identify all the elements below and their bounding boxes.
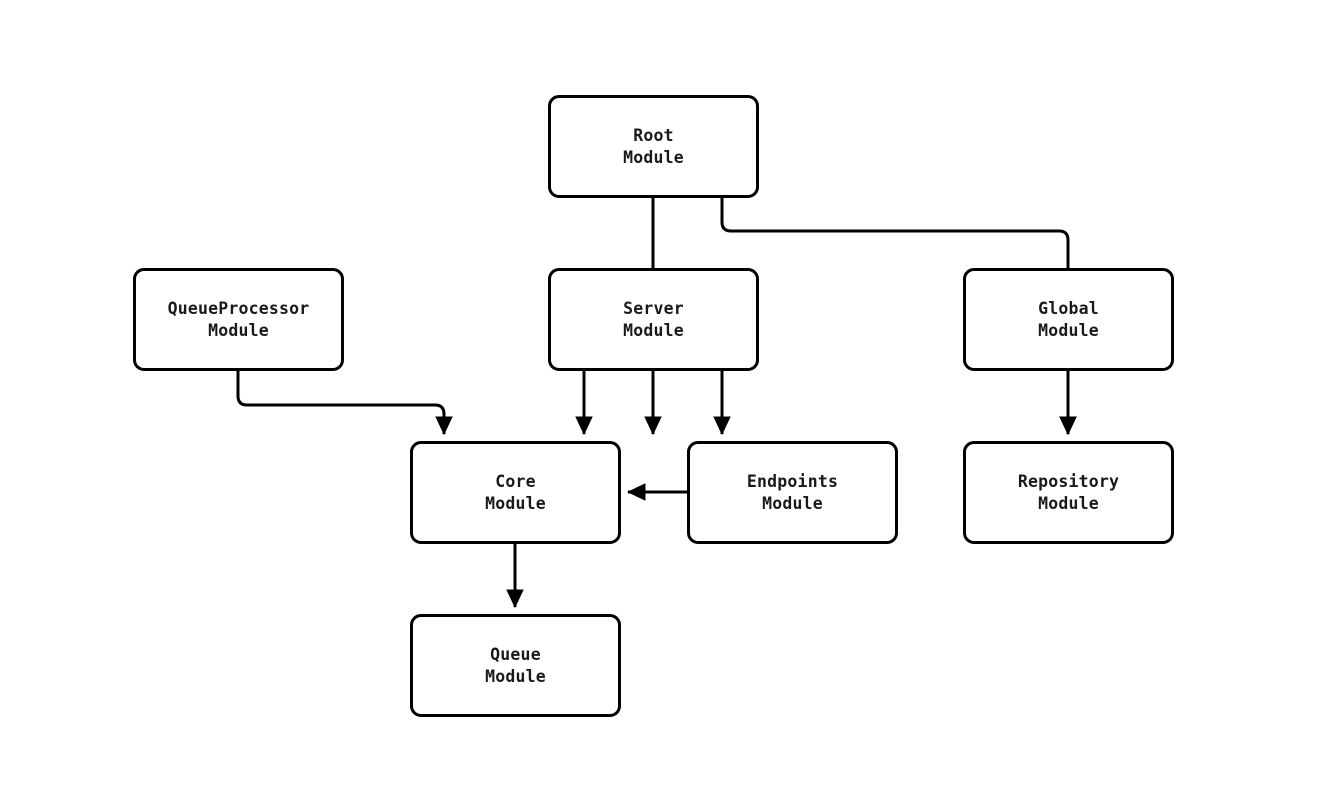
node-server[interactable]: Server Module xyxy=(548,268,759,371)
node-queue-label: Queue Module xyxy=(485,644,546,686)
node-endpoints-label: Endpoints Module xyxy=(746,471,839,513)
node-global-label: Global Module xyxy=(1038,298,1099,340)
node-queueprocessor[interactable]: QueueProcessor Module xyxy=(133,268,344,371)
node-root-label: Root Module xyxy=(623,125,684,167)
node-repository[interactable]: Repository Module xyxy=(963,441,1174,544)
node-queue[interactable]: Queue Module xyxy=(410,614,621,717)
node-core[interactable]: Core Module xyxy=(410,441,621,544)
node-queueprocessor-label: QueueProcessor Module xyxy=(167,298,310,340)
node-server-label: Server Module xyxy=(623,298,684,340)
node-core-label: Core Module xyxy=(485,471,546,513)
node-endpoints[interactable]: Endpoints Module xyxy=(687,441,898,544)
node-repository-label: Repository Module xyxy=(1017,471,1120,513)
node-root[interactable]: Root Module xyxy=(548,95,759,198)
node-global[interactable]: Global Module xyxy=(963,268,1174,371)
edge-queueprocessor-core xyxy=(236,371,453,436)
